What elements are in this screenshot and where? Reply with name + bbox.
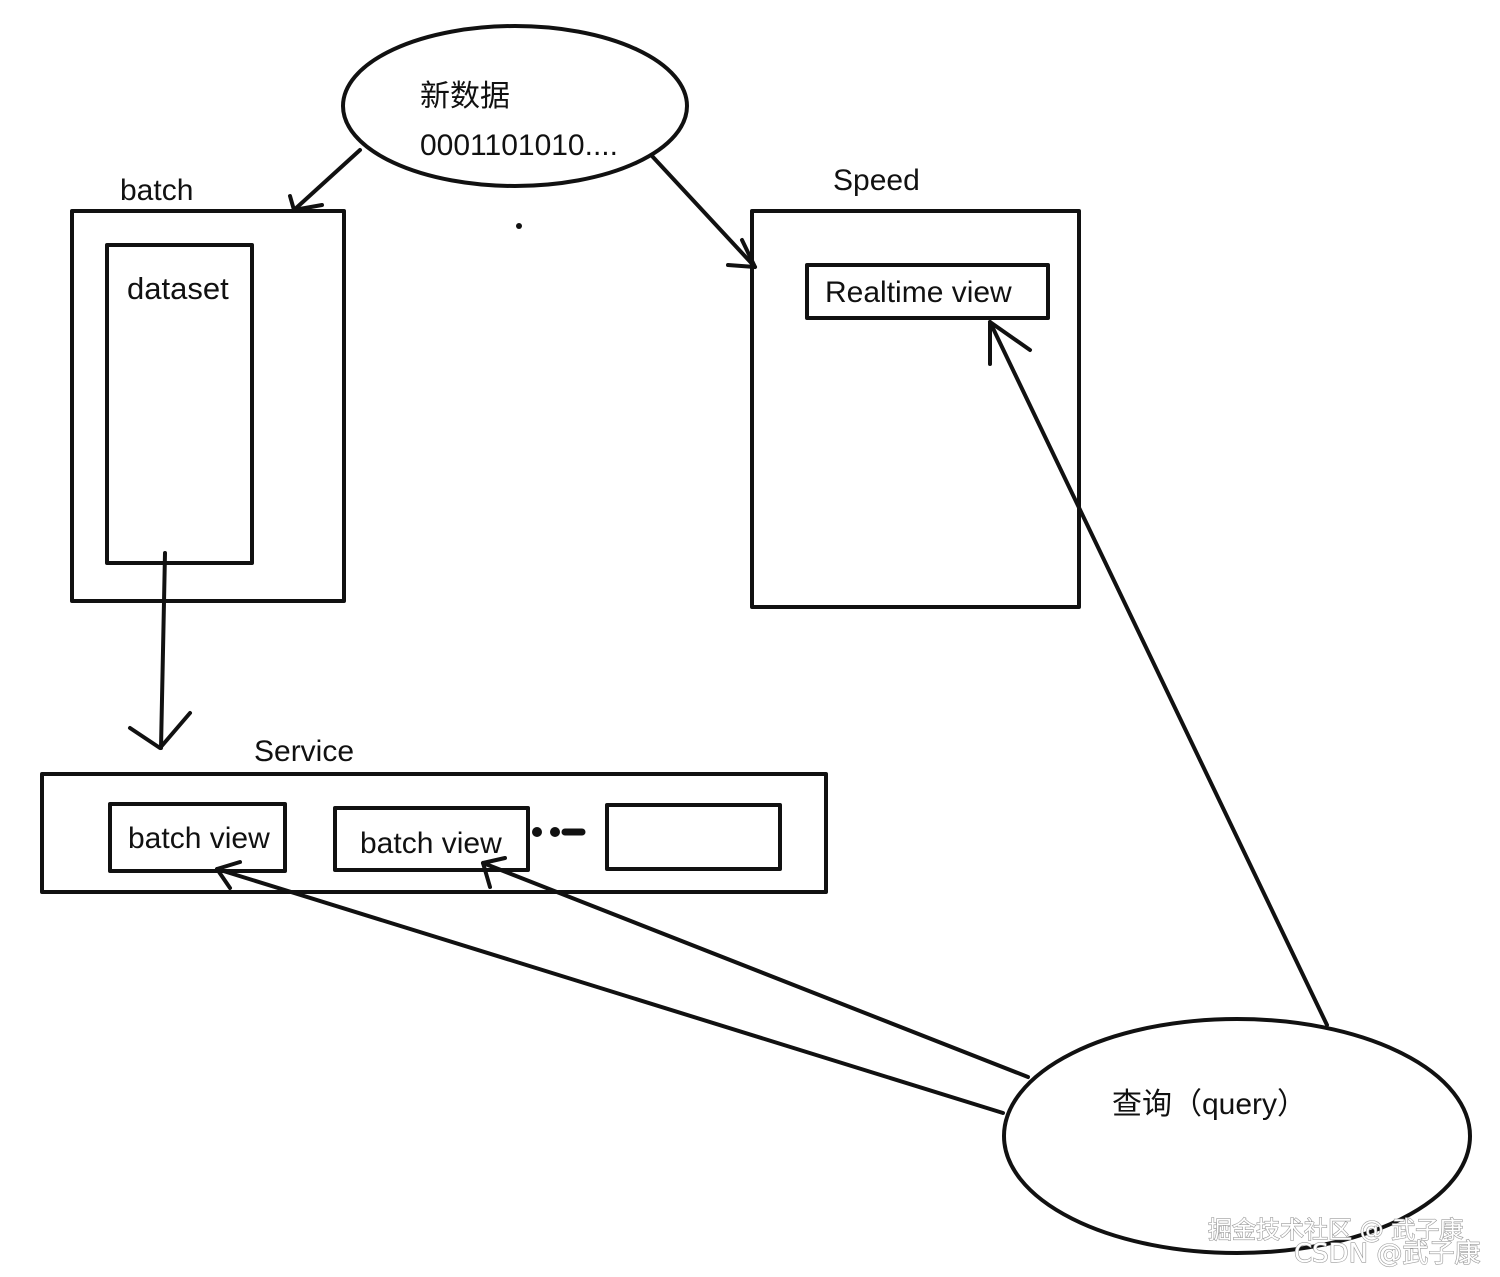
arrow-query-to-batch-view-2 — [481, 856, 1030, 1079]
speed-layer-title: Speed — [833, 164, 920, 197]
service-layer-title: Service — [254, 735, 354, 768]
batch-view-box-2 — [333, 806, 530, 872]
realtime-view-label: Realtime view — [825, 276, 1012, 309]
query-label: 查询（query） — [1112, 1088, 1307, 1121]
batch-layer-title: batch — [120, 174, 193, 207]
batch-view-label-1: batch view — [128, 822, 270, 855]
arrow-dataset-to-service — [128, 551, 192, 750]
speed-layer-box — [750, 209, 1081, 609]
batch-layer-box — [70, 209, 346, 603]
arrow-query-to-batch-view-1 — [215, 860, 1005, 1115]
batch-view-label-2: batch view — [360, 827, 502, 860]
new-data-title: 新数据 — [420, 80, 510, 113]
arrow-query-to-realtime-view — [988, 320, 1329, 1027]
service-layer-box — [40, 772, 828, 894]
query-ellipse — [1002, 1017, 1472, 1255]
new-data-bits: 0001101010.... — [420, 129, 618, 162]
ellipsis-dots — [532, 827, 586, 837]
juejin-watermark: 掘金技术社区 @ 武子康 — [1208, 1216, 1463, 1244]
empty-view-box — [605, 803, 782, 871]
batch-view-box-1 — [108, 802, 287, 873]
realtime-view-box — [805, 263, 1050, 320]
dataset-label: dataset — [127, 271, 229, 306]
new-data-ellipse — [341, 24, 689, 188]
stray-dot — [516, 223, 522, 229]
arrow-newdata-to-batch — [288, 148, 362, 212]
csdn-watermark: CSDN @武子康 — [1294, 1239, 1480, 1269]
dataset-box — [105, 243, 254, 565]
arrow-newdata-to-speed — [650, 154, 757, 269]
